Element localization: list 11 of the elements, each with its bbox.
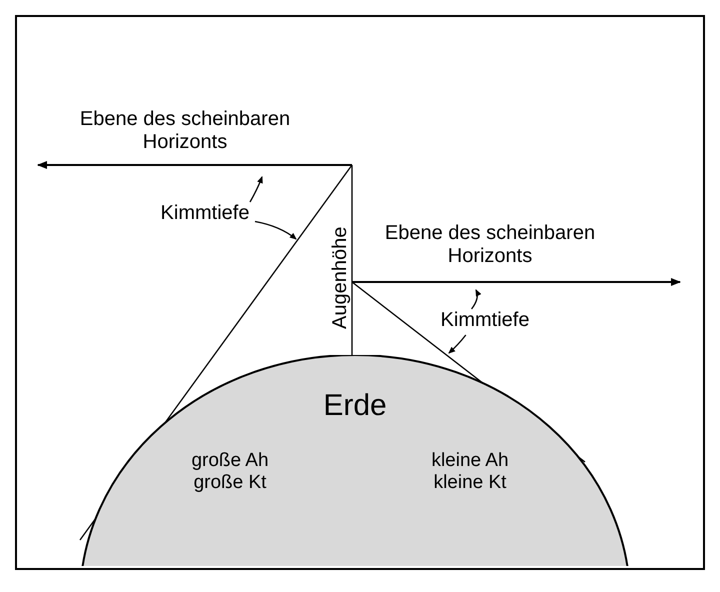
region-label: kleine Ah kleine Kt [415, 450, 525, 500]
leader-line [471, 289, 482, 310]
axis-label: Augenhöhe [328, 225, 352, 331]
angle-label: Kimmtiefe [155, 202, 255, 228]
region-label: große Ah große Kt [180, 450, 280, 500]
earth-label: Erde [323, 389, 387, 422]
leader-line [254, 220, 297, 240]
plane-label: Ebene des scheinbaren Horizonts [78, 108, 292, 154]
leader-line [448, 334, 466, 354]
angle-label: Kimmtiefe [437, 309, 533, 335]
leader-line [249, 176, 263, 202]
